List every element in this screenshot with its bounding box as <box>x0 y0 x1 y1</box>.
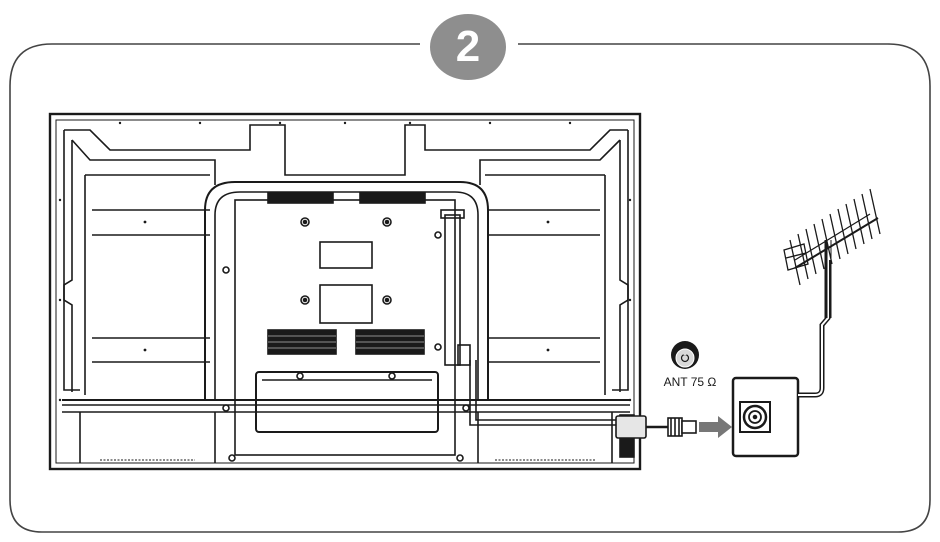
coax-port-icon <box>671 341 699 369</box>
yagi-antenna-icon <box>783 188 881 318</box>
antenna-cable-routing <box>469 360 618 426</box>
antenna-wall-socket-icon <box>731 376 800 458</box>
frame-border <box>9 43 931 533</box>
arrow-right-icon <box>699 416 732 438</box>
step-number-badge: 2 <box>430 14 506 80</box>
coax-plug <box>615 415 697 439</box>
antenna-cable <box>798 260 831 398</box>
tv-back-panel <box>48 112 642 471</box>
antenna-port-label: ANT 75 Ω <box>663 375 717 389</box>
